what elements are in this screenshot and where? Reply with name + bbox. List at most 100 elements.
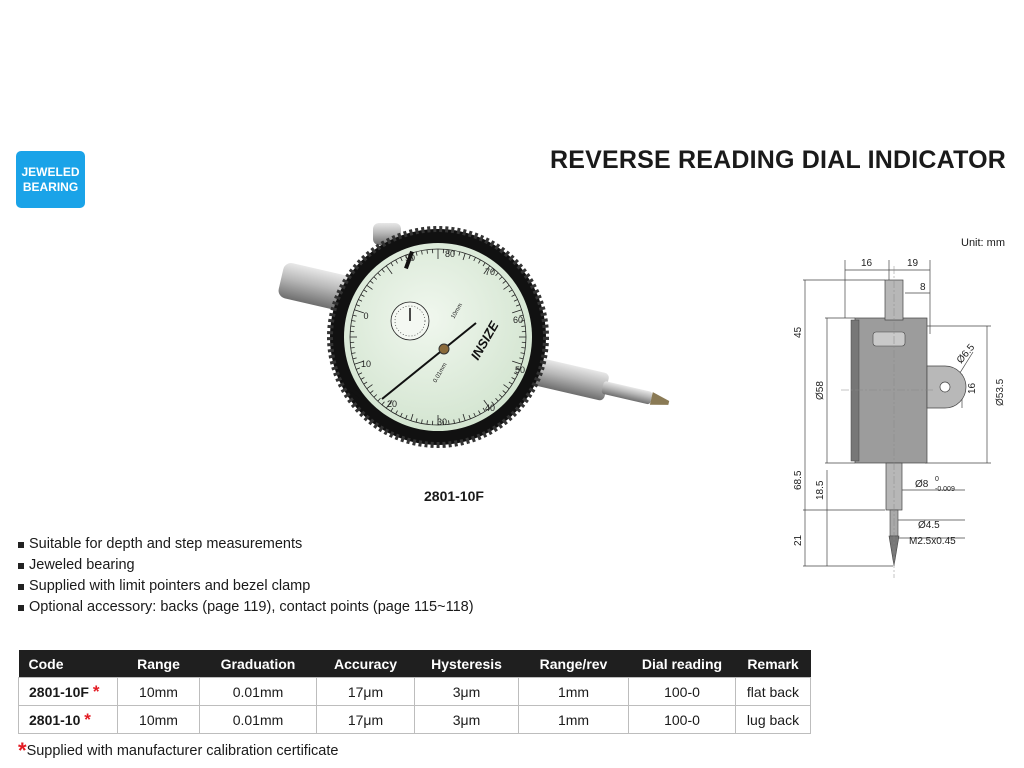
dial-tick [363,381,368,385]
dim-8: 8 [920,282,926,293]
dim-16v: 16 [967,382,978,394]
dial-number: 70 [485,267,495,277]
pointer-hub [438,343,450,355]
dial-tick [369,280,374,284]
cell-range-rev: 1mm [518,705,629,734]
dim-8-tol-top: 0 [935,476,939,483]
star-icon: * [18,738,27,763]
dial-tick [360,294,365,297]
cell-accuracy: 17μm [316,677,415,706]
dial-tick [458,418,461,423]
dial-tick [491,268,495,273]
cell-graduation: 0.01mm [199,705,317,734]
dim-45: 45 [793,326,804,338]
dial-tick [468,255,471,260]
dial-tick [426,420,428,425]
dial-tick [354,309,364,314]
dim-68-5: 68.5 [793,470,804,490]
table-header-row: Code Range Graduation Accuracy Hysteresi… [18,650,811,678]
dial-number: 80 [445,249,455,259]
dial-tick [363,289,368,293]
dial-tick [483,265,491,275]
dial-tick [358,299,363,302]
product-caption: 2801-10F [424,488,484,504]
dial-tick [515,304,520,307]
main-pointer [381,322,477,400]
dim-6-5: Ø6.5 [955,342,978,366]
dial-tick [377,272,381,277]
dial-number: 30 [437,417,447,427]
cell-code: 2801-10 * [18,705,118,734]
dial-tick [515,367,520,370]
feature-item: Suitable for depth and step measurements [18,534,474,555]
unit-label: Unit: mm [961,237,1005,249]
feature-item: Jeweled bearing [18,555,474,576]
cell-dial-reading: 100-0 [628,677,736,706]
dial-tick [410,413,414,421]
dial-tick [373,276,378,280]
dial-tick [415,418,418,423]
dial-tick [520,352,525,354]
header-range: Range [117,650,200,678]
header-range-rev: Range/rev [518,650,629,678]
feature-list: Suitable for depth and step measurements… [18,534,474,618]
dial-face [344,243,532,431]
dial-tick [482,262,486,267]
dial-tick [366,384,373,390]
dial-number: 50 [515,365,525,375]
star-icon: * [92,681,100,701]
dial-tick [395,259,398,264]
dial-tick [521,325,526,327]
dial-tick [390,407,394,412]
dial-tick [385,399,393,409]
dial-tick [373,394,378,398]
dial-number: 20 [387,399,397,409]
dial-indicator-photo: 90 80 70 60 50 40 30 20 10 0 INSIZE 10mm… [278,223,670,448]
header-graduation: Graduation [199,650,317,678]
dial-tick [405,255,408,260]
cell-code: 2801-10F * [18,677,118,706]
dial-tick [356,367,361,370]
dial-tick [448,420,450,425]
dial-tick [350,325,355,327]
dial-tick [511,377,516,380]
cell-dial-reading: 100-0 [628,705,736,734]
cell-hysteresis: 3μm [414,705,519,734]
dial-tick [369,390,374,394]
cell-remark: lug back [735,705,811,734]
dial-tick [498,394,503,398]
dial-tick [462,413,466,421]
dial-tick [478,259,481,264]
dim-19: 19 [907,258,919,269]
dial-tick [426,249,428,254]
dial-tick [415,251,418,256]
dial-tick [350,347,355,349]
dial-tick [468,414,471,419]
dial-tick [356,304,361,307]
dial-tick [381,268,385,273]
dial-number: 40 [485,403,495,413]
dial-tick [360,377,365,380]
dial-tick [381,401,385,406]
dial-tick [502,390,507,394]
dial-tick [352,314,357,317]
header-code: Code [18,650,118,678]
limit-pointer [404,250,414,270]
dial-number: 0 [363,311,368,321]
dial-tick [473,412,476,417]
dim-53-5: Ø53.5 [995,378,1006,406]
star-icon: * [84,709,91,729]
badge-line-1: JEWELED [21,164,80,179]
dim-m2-5: M2.5x0.45 [909,536,956,547]
page-title: REVERSE READING DIAL INDICATOR [549,146,1006,174]
dial-tick [453,250,455,255]
jeweled-bearing-badge: JEWELED BEARING [16,151,85,208]
dial-tick [491,401,495,406]
dial-tick [377,397,381,402]
dial-tick [385,265,393,275]
cell-remark: flat back [735,677,811,706]
dial-tick [513,372,518,375]
dial-tick [519,314,524,317]
dial-tick [512,360,522,365]
footnote-text: Supplied with manufacturer calibration c… [26,743,339,759]
